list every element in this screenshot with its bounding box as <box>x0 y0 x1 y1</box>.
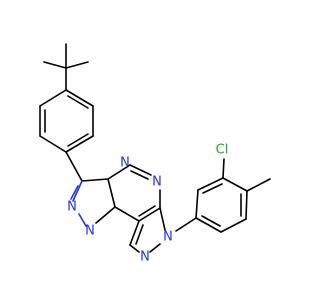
atom-label-n5: N <box>163 230 173 245</box>
aryl-link-bond <box>65 151 83 182</box>
atom-label-n3: N <box>120 156 130 171</box>
phenyl-ring <box>39 89 94 153</box>
structure-canvas: N N N N N N Cl <box>39 43 271 265</box>
molecule-drawing: N N N N N N Cl <box>39 43 271 265</box>
tert-butyl-group <box>43 43 89 91</box>
atom-label-n6: N <box>140 250 150 265</box>
pyrimidine-ring <box>107 164 161 222</box>
triazole-ring <box>70 178 116 227</box>
chlorotolyl-ring <box>195 177 248 233</box>
atom-label-n1: N <box>67 200 77 215</box>
atom-label-n4: N <box>152 175 162 190</box>
c-cl-bond <box>222 158 225 179</box>
methyl-bond <box>246 178 271 192</box>
atom-label-n2: N <box>85 224 95 239</box>
pyrazole-ring <box>129 207 166 253</box>
n-aryl-bond <box>175 217 197 232</box>
atom-labels: N N N N N N Cl <box>67 143 228 265</box>
atom-label-cl: Cl <box>216 143 229 158</box>
